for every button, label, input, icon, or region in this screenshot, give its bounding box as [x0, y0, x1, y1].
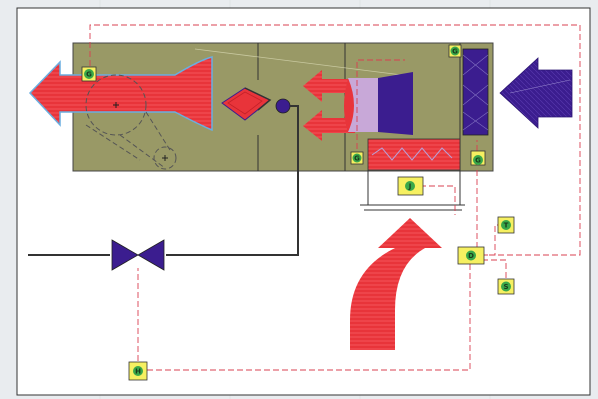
return-air-arrows [303, 70, 355, 141]
coil-bracket [360, 170, 465, 211]
exhaust-arrow-icon [28, 56, 213, 132]
tag-setpoint-upper[interactable]: T [497, 216, 515, 234]
fan-icon [85, 74, 177, 170]
tag-intake-damper[interactable]: G [470, 150, 486, 166]
tag-label: G [86, 71, 92, 79]
tag-controller[interactable]: D [457, 246, 485, 265]
hot-water-pipe-return [166, 105, 299, 256]
intake-arrow-highlight [509, 79, 571, 94]
tag-heating-coil[interactable]: G [350, 151, 364, 165]
tag-coil-sensor[interactable]: J [397, 176, 424, 196]
tag-exhaust-fan[interactable]: G [81, 66, 97, 82]
housing-diagonal [194, 48, 411, 77]
intake-filter [462, 48, 489, 136]
tag-label: S [503, 283, 508, 291]
valve-icon[interactable] [111, 239, 165, 271]
tag-label: G [452, 48, 458, 56]
intake-arrow-icon [499, 57, 573, 129]
heating-coil [367, 138, 461, 171]
tag-valve-actuator[interactable]: H [128, 361, 148, 381]
tag-label: T [504, 222, 509, 230]
filter-hatch [462, 54, 489, 131]
heat-arrow-icon [350, 218, 442, 350]
heating-coil-zigzag [371, 147, 453, 161]
damper-element [221, 87, 291, 121]
tag-label: H [135, 368, 141, 376]
fan-centers [113, 102, 168, 161]
tag-filter[interactable]: G [448, 44, 462, 58]
tag-setpoint-lower[interactable]: S [497, 278, 515, 295]
tag-label: D [468, 252, 474, 260]
mixing-section [348, 72, 413, 135]
tag-label: G [475, 157, 481, 165]
tag-label: J [408, 183, 412, 191]
tag-label: G [354, 155, 360, 163]
